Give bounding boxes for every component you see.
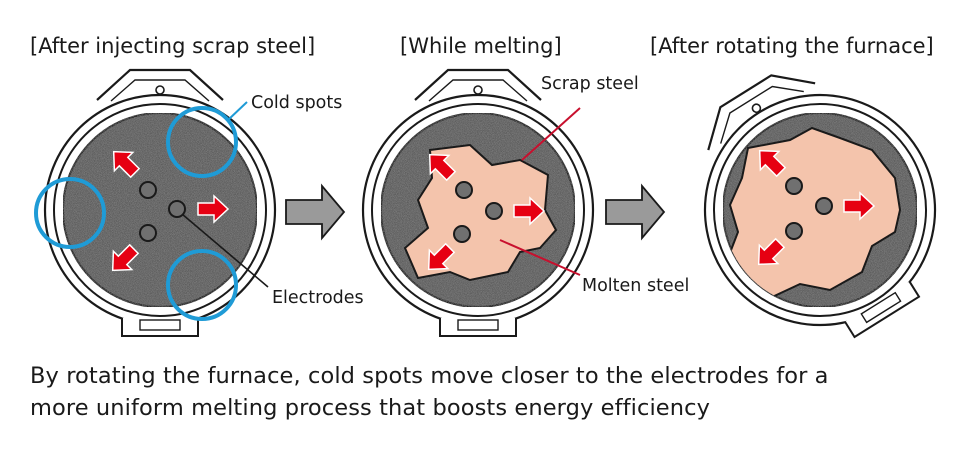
cold-spot-rings bbox=[34, 106, 238, 321]
electrode bbox=[785, 222, 803, 240]
process-arrow-icon bbox=[605, 183, 666, 241]
label-molten-steel: Molten steel bbox=[582, 276, 689, 296]
arc-direction-arrows bbox=[111, 150, 230, 272]
lug-hole-icon bbox=[751, 103, 762, 114]
label-cold-spots: Cold spots bbox=[251, 93, 342, 113]
electrode bbox=[485, 202, 503, 220]
panel-title-1: [After injecting scrap steel] bbox=[30, 34, 315, 58]
arc-direction-arrows bbox=[427, 153, 546, 271]
lug-hole-icon bbox=[155, 85, 165, 95]
panel-title-3: [After rotating the furnace] bbox=[650, 34, 934, 58]
electrode bbox=[815, 197, 833, 215]
electrode bbox=[453, 225, 471, 243]
furnace-while-melting bbox=[361, 68, 595, 337]
furnace-after-rotating bbox=[703, 74, 937, 339]
process-arrow-icon bbox=[285, 183, 346, 241]
electrode bbox=[455, 181, 473, 199]
arc-direction-arrows bbox=[757, 149, 876, 266]
electrode bbox=[139, 181, 157, 199]
lug-hole-icon bbox=[473, 85, 483, 95]
label-electrodes: Electrodes bbox=[272, 288, 364, 308]
panel-title-2: [While melting] bbox=[400, 34, 562, 58]
electrode bbox=[168, 200, 186, 218]
caption-line-2: more uniform melting process that boosts… bbox=[30, 395, 710, 421]
caption-line-1: By rotating the furnace, cold spots move… bbox=[30, 363, 829, 389]
electrode bbox=[785, 177, 803, 195]
electrode bbox=[139, 224, 157, 242]
label-scrap-steel: Scrap steel bbox=[541, 74, 639, 94]
furnace-after-injecting bbox=[34, 68, 277, 337]
scrap-steel-fill bbox=[62, 112, 258, 308]
